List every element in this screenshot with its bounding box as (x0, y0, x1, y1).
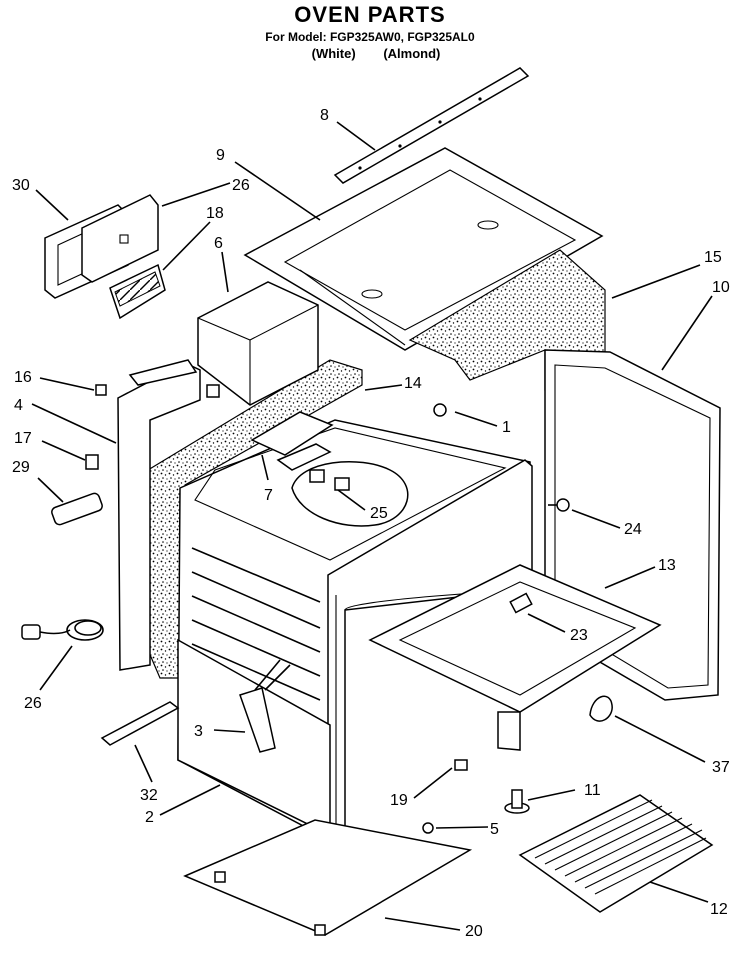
callout-18: 18 (206, 205, 224, 222)
callout-1: 1 (502, 419, 511, 436)
part-door-inner-panel (368, 564, 662, 751)
callout-3: 3 (194, 723, 203, 740)
part-window-pad (51, 492, 103, 526)
callout-19: 19 (390, 792, 408, 809)
callout-15: 15 (704, 249, 722, 266)
callout-25: 25 (370, 505, 388, 522)
callout-labels: 8 9 30 26 18 6 15 10 14 1 16 4 17 29 7 2… (12, 107, 730, 940)
callout-4: 4 (14, 397, 23, 414)
callout-24: 26 (232, 177, 250, 194)
part-clip (95, 384, 107, 396)
part-burner-box (250, 411, 334, 471)
callout-leaders (31, 121, 713, 931)
part-front-rail (100, 701, 180, 746)
callout-37: 37 (712, 759, 730, 776)
page-title: OVEN PARTS (294, 2, 446, 27)
callout-20: 20 (465, 923, 483, 940)
part-control-bracket (81, 194, 159, 283)
callout-7: 7 (264, 487, 273, 504)
callout-10: 10 (712, 279, 730, 296)
part-leveling-leg (589, 695, 613, 722)
part-vent-duct (197, 281, 319, 406)
color-variants: (White) (Almond) (0, 46, 752, 61)
callout-26: 26 (24, 695, 42, 712)
part-heat-baffle (291, 461, 409, 527)
model-numbers: For Model: FGP325AW0, FGP325AL0 (265, 30, 475, 44)
callout-32: 32 (140, 787, 158, 804)
callout-2: 2 (145, 809, 154, 826)
part-oven-top-panel (243, 147, 604, 351)
callout-17: 17 (14, 430, 32, 447)
color-white-label: (White) (311, 46, 356, 61)
part-left-side-panel (117, 359, 220, 671)
callout-8: 8 (320, 107, 329, 124)
callout-5: 5 (490, 821, 499, 838)
part-hardware-small (422, 403, 570, 834)
callout-30: 30 (12, 177, 30, 194)
part-top-trim-strip (333, 67, 530, 184)
part-rating-plate (509, 592, 533, 614)
color-almond-label: (Almond) (383, 46, 441, 61)
callout-9: 9 (216, 147, 225, 164)
callout-21: 23 (570, 627, 588, 644)
callout-6: 6 (214, 235, 223, 252)
part-bracket-small (85, 454, 99, 470)
callout-13: 13 (658, 557, 676, 574)
part-igniter (239, 659, 291, 753)
part-bottom-drawer-panel (183, 819, 473, 936)
callout-16: 16 (14, 369, 32, 386)
callout-12: 12 (710, 901, 728, 918)
part-oven-rack (518, 794, 714, 913)
callout-23: 24 (624, 521, 642, 538)
part-terminal-block (109, 263, 166, 320)
part-power-cord (21, 619, 104, 641)
callout-29: 29 (12, 459, 30, 476)
callout-14: 14 (404, 375, 422, 392)
callout-11: 11 (584, 782, 601, 799)
